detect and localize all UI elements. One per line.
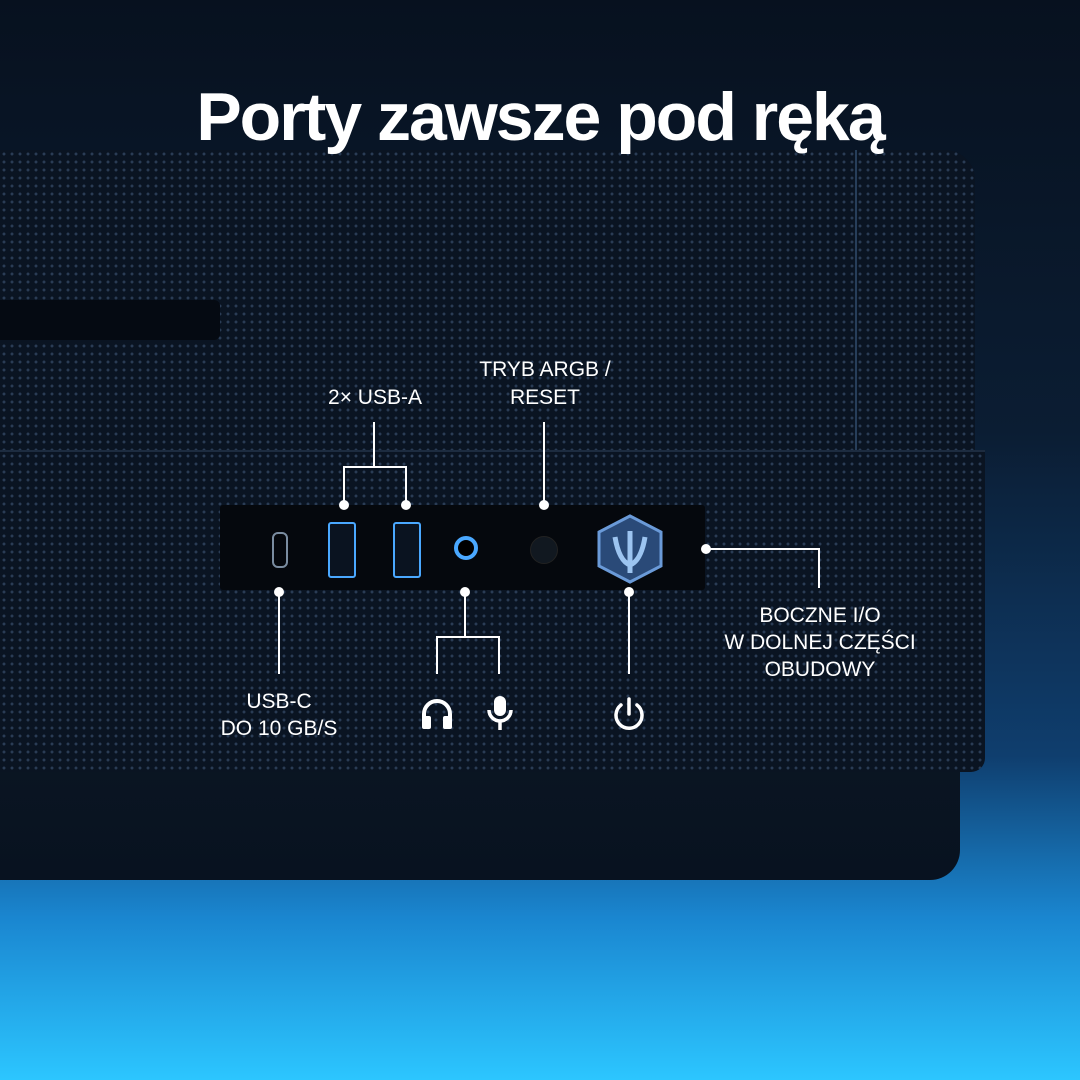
reset-button [530, 536, 558, 564]
side-io-label-line3: OBUDOWY [764, 658, 876, 681]
usb-c-port [272, 532, 288, 568]
argb-label-line1: TRYB ARGB / [479, 358, 611, 381]
case-foot [0, 770, 960, 880]
microphone-icon [487, 696, 513, 730]
headphones-icon [422, 699, 452, 729]
usb-c-label-line1: USB-C [246, 690, 312, 713]
glass-edge [855, 150, 857, 450]
side-io-label-line2: W DOLNEJ CZĘŚCI [724, 631, 916, 654]
power-icon [614, 697, 644, 730]
case-top-panel [0, 150, 975, 450]
usb-a-port-1 [328, 522, 356, 578]
argb-label-line2: RESET [509, 386, 580, 409]
io-panel [220, 505, 705, 590]
usb-a-label: 2× USB-A [328, 386, 422, 409]
usb-c-label-line2: DO 10 GB/S [220, 717, 338, 740]
usb-a-port-2 [393, 522, 421, 578]
audio-jack [454, 536, 478, 560]
brand-logo-icon [597, 514, 663, 584]
side-io-label-line1: BOCZNE I/O [759, 604, 881, 627]
page-title: Porty zawsze pod ręką [196, 79, 885, 155]
case-front-mesh [0, 450, 985, 772]
case-slot [0, 300, 220, 340]
